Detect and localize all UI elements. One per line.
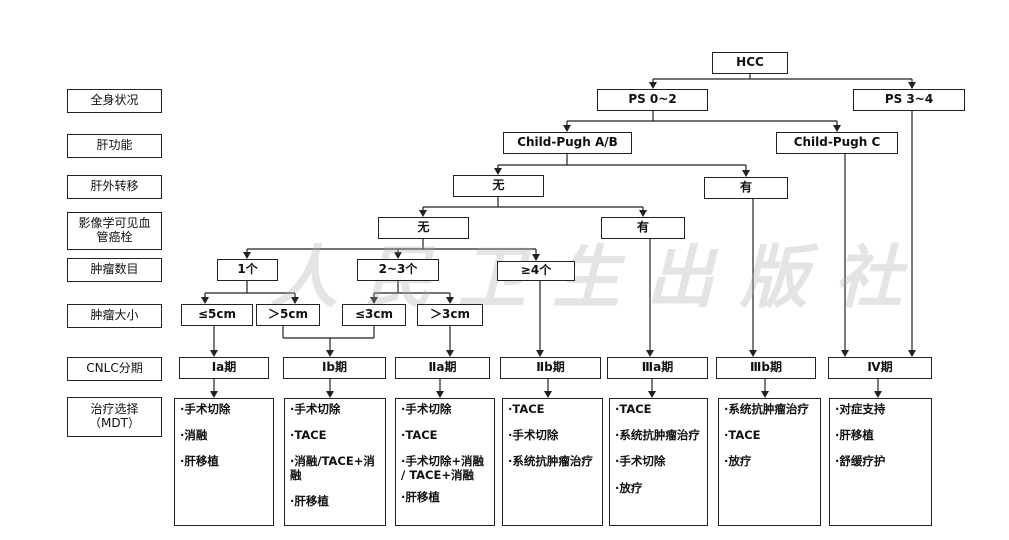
stage-IIb: Ⅱb期 [500, 357, 601, 379]
node-ps-3-4: PS 3~4 [853, 89, 965, 111]
node-ps-0-2: PS 0~2 [597, 89, 708, 111]
stage-Ib: Ⅰb期 [283, 357, 386, 379]
treatment-item: ·TACE [290, 428, 327, 443]
treatment-item: ·TACE [508, 402, 545, 416]
treatment-item: ·TACE [724, 428, 761, 443]
treatment-item: ·放疗 [724, 454, 752, 469]
node-child-pugh-c: Child-Pugh C [776, 132, 898, 154]
treatment-item: ·肝移植 [401, 489, 440, 504]
stage-IV: Ⅳ期 [828, 357, 932, 379]
treatment-item: ·系统抗肿瘤治疗 [615, 428, 700, 443]
treatment-Ib: ·手术切除 ·TACE ·消融/TACE+消融 ·肝移植 [284, 398, 386, 526]
category-tumor-size: 肿瘤大小 [67, 304, 162, 328]
stage-IIIa: Ⅲa期 [607, 357, 708, 379]
treatment-IIb: ·TACE ·手术切除 ·系统抗肿瘤治疗 [502, 398, 603, 526]
treatment-IIIb: ·系统抗肿瘤治疗 ·TACE ·放疗 [718, 398, 821, 526]
treatment-item: ·手术切除 [180, 402, 231, 416]
category-cnlc-stage: CNLC分期 [67, 357, 162, 381]
treatment-item: ·肝移植 [835, 428, 874, 443]
treatment-item: ·消融/TACE+消融 [290, 454, 375, 482]
treatment-item: ·手术切除 [290, 402, 341, 416]
category-tumor-number: 肿瘤数目 [67, 258, 162, 282]
category-treatment-mdt: 治疗选择（MDT） [67, 397, 162, 437]
treatment-item: ·手术切除+消融 / TACE+消融 [401, 454, 485, 482]
category-extrahepatic-metastasis: 肝外转移 [67, 175, 162, 199]
stage-IIa: Ⅱa期 [395, 357, 490, 379]
treatment-item: ·TACE [401, 428, 438, 443]
treatment-item: ·放疗 [615, 480, 643, 495]
category-liver-function: 肝功能 [67, 134, 162, 158]
category-vascular-invasion: 影像学可见血管癌栓 [67, 212, 162, 250]
node-extra-no: 无 [453, 175, 544, 197]
treatment-item: ·系统抗肿瘤治疗 [508, 454, 593, 469]
treatment-item: ·手术切除 [615, 454, 666, 469]
treatment-IV: ·对症支持 ·肝移植 ·舒缓疗护 [829, 398, 932, 526]
node-size-le5: ≤5cm [181, 304, 253, 326]
treatment-item: ·系统抗肿瘤治疗 [724, 402, 809, 416]
node-child-pugh-ab: Child-Pugh A/B [503, 132, 632, 154]
treatment-item: ·对症支持 [835, 402, 886, 416]
node-vascular-no: 无 [378, 217, 469, 239]
treatment-item: ·舒缓疗护 [835, 454, 886, 469]
node-number-2-3: 2~3个 [357, 259, 439, 281]
treatment-IIa: ·手术切除 ·TACE ·手术切除+消融 / TACE+消融 ·肝移植 [395, 398, 495, 526]
treatment-item: ·TACE [615, 402, 652, 416]
category-general-status: 全身状况 [67, 89, 162, 113]
treatment-IIIa: ·TACE ·系统抗肿瘤治疗 ·手术切除 ·放疗 [609, 398, 708, 526]
node-hcc: HCC [712, 52, 788, 74]
node-size-gt3: ＞3cm [417, 304, 483, 326]
treatment-item: ·手术切除 [401, 402, 452, 416]
treatment-item: ·手术切除 [508, 428, 559, 443]
node-size-gt5: ＞5cm [256, 304, 320, 326]
node-extra-yes: 有 [704, 177, 788, 199]
stage-Ia: Ⅰa期 [179, 357, 269, 379]
node-number-1: 1个 [217, 259, 278, 281]
treatment-item: ·肝移植 [180, 454, 219, 469]
treatment-item: ·肝移植 [290, 493, 329, 508]
stage-IIIb: Ⅲb期 [716, 357, 816, 379]
node-number-4-plus: ≥4个 [497, 261, 575, 281]
treatment-Ia: ·手术切除 ·消融 ·肝移植 [174, 398, 274, 526]
node-vascular-yes: 有 [601, 217, 685, 239]
node-size-le3: ≤3cm [342, 304, 406, 326]
treatment-item: ·消融 [180, 428, 208, 443]
